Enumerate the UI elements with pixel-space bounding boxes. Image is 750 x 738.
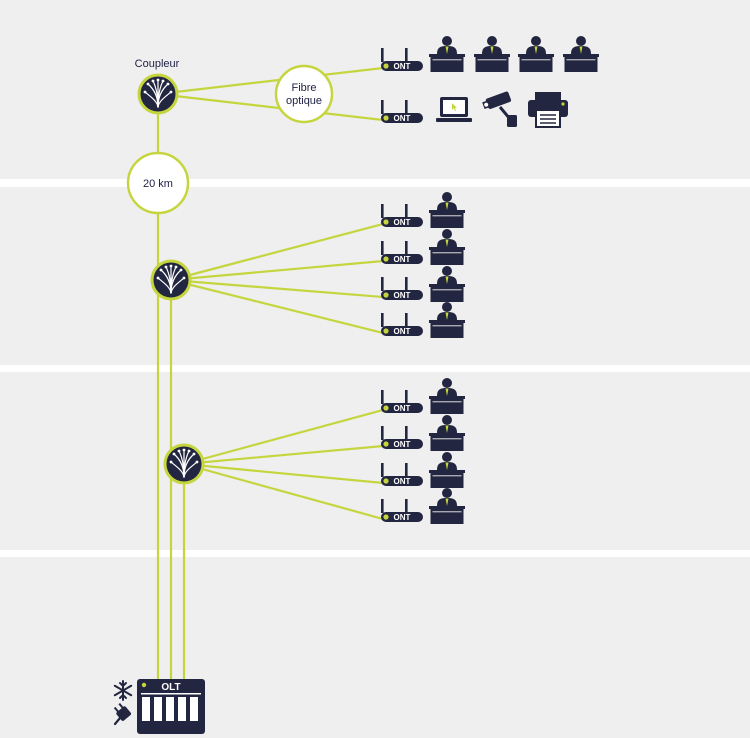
fibre-label-line2: optique: [286, 95, 322, 107]
olt-chassis: [137, 679, 205, 734]
coupler-label: Coupleur: [135, 58, 180, 70]
link-g2-2: [170, 259, 384, 282]
ont-label: ONT: [394, 218, 411, 227]
ont-label: ONT: [394, 62, 411, 71]
link-g3-2: [183, 444, 384, 466]
band-1: [0, 0, 750, 179]
ont-label: ONT: [394, 114, 411, 123]
laptop-icon: [436, 97, 472, 122]
link-g1-1: [157, 66, 384, 96]
ont-label: ONT: [394, 404, 411, 413]
fibre-label-line1: Fibre: [291, 82, 316, 94]
band-2: [0, 187, 750, 365]
band-3: [0, 372, 750, 550]
ont-label: ONT: [394, 513, 411, 522]
link-g2-3: [170, 278, 384, 299]
link-g1-2: [157, 92, 384, 122]
ont-label: ONT: [394, 291, 411, 300]
splitter-icon: [150, 259, 192, 301]
printer-icon: [528, 92, 568, 128]
ont-label: ONT: [394, 327, 411, 336]
distance-label: 20 km: [143, 178, 173, 190]
distance-circle: [126, 151, 190, 215]
splitter-icon: [163, 443, 205, 485]
link-g2-1: [170, 222, 384, 282]
link-g2-4: [170, 278, 384, 335]
ont-label: ONT: [394, 255, 411, 264]
band-4: [0, 557, 750, 738]
fibre-label-circle: [274, 64, 334, 124]
link-g3-4: [183, 462, 384, 521]
security-camera-icon: [482, 91, 517, 127]
olt-label: OLT: [161, 682, 180, 693]
fibre-lines: [156, 66, 384, 680]
power-plug-icon: [113, 703, 131, 726]
splitter-icon: [137, 73, 179, 115]
snowflake-icon: [113, 680, 133, 701]
ont-label: ONT: [394, 477, 411, 486]
link-g3-3: [183, 462, 384, 485]
link-g3-1: [183, 408, 384, 466]
ont-label: ONT: [394, 440, 411, 449]
